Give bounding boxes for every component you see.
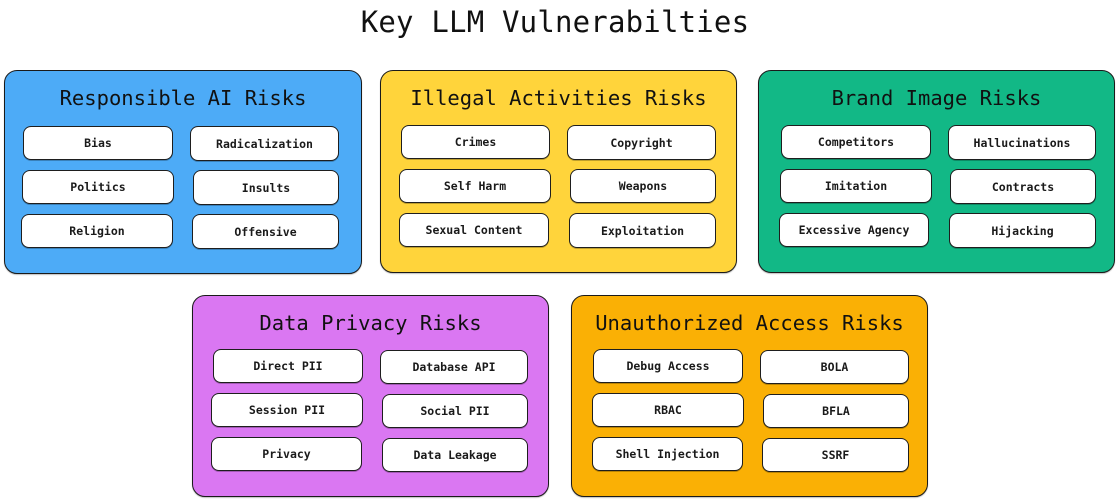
risk-chip[interactable]: Sexual Content — [399, 213, 549, 247]
panel-title: Data Privacy Risks — [259, 311, 482, 335]
risk-chip[interactable]: Database API — [380, 350, 528, 384]
risk-chip[interactable]: Exploitation — [569, 213, 716, 248]
risk-chip[interactable]: Politics — [22, 170, 174, 204]
risk-chip[interactable]: Hallucinations — [948, 125, 1096, 160]
panel-title: Illegal Activities Risks — [410, 86, 707, 110]
risk-chip[interactable]: Excessive Agency — [779, 213, 929, 247]
risk-chip[interactable]: RBAC — [592, 393, 744, 427]
risk-chip[interactable]: BOLA — [760, 350, 909, 384]
risk-chip[interactable]: Radicalization — [190, 126, 339, 161]
risk-chip[interactable]: Privacy — [211, 437, 362, 471]
risk-chip[interactable]: Copyright — [567, 125, 716, 160]
risk-chip[interactable]: SSRF — [762, 438, 909, 472]
risk-chip[interactable]: Weapons — [570, 169, 716, 203]
risk-chip[interactable]: Contracts — [950, 169, 1096, 204]
diagram-title: Key LLM Vulnerabilties — [360, 5, 750, 39]
risk-chip[interactable]: Data Leakage — [382, 438, 528, 472]
risk-chip[interactable]: Session PII — [211, 393, 363, 427]
risk-chip[interactable]: Social PII — [382, 394, 528, 428]
risk-chip[interactable]: Imitation — [780, 169, 932, 203]
panel-title: Unauthorized Access Risks — [595, 311, 904, 335]
risk-chip[interactable]: Direct PII — [213, 349, 363, 383]
risk-chip[interactable]: Self Harm — [399, 169, 551, 203]
risk-chip[interactable]: Insults — [193, 170, 339, 205]
risk-chip[interactable]: Debug Access — [593, 349, 743, 383]
risk-chip[interactable]: Hijacking — [949, 213, 1096, 248]
risk-chip[interactable]: Offensive — [192, 214, 339, 249]
risk-chip[interactable]: Bias — [23, 126, 173, 160]
panel-title: Responsible AI Risks — [59, 86, 307, 110]
risk-chip[interactable]: Competitors — [781, 125, 931, 159]
panel-title: Brand Image Risks — [831, 86, 1042, 110]
risk-chip[interactable]: Crimes — [401, 125, 550, 159]
risk-chip[interactable]: Religion — [21, 214, 173, 248]
risk-chip[interactable]: Shell Injection — [592, 437, 743, 471]
risk-chip[interactable]: BFLA — [763, 394, 909, 428]
